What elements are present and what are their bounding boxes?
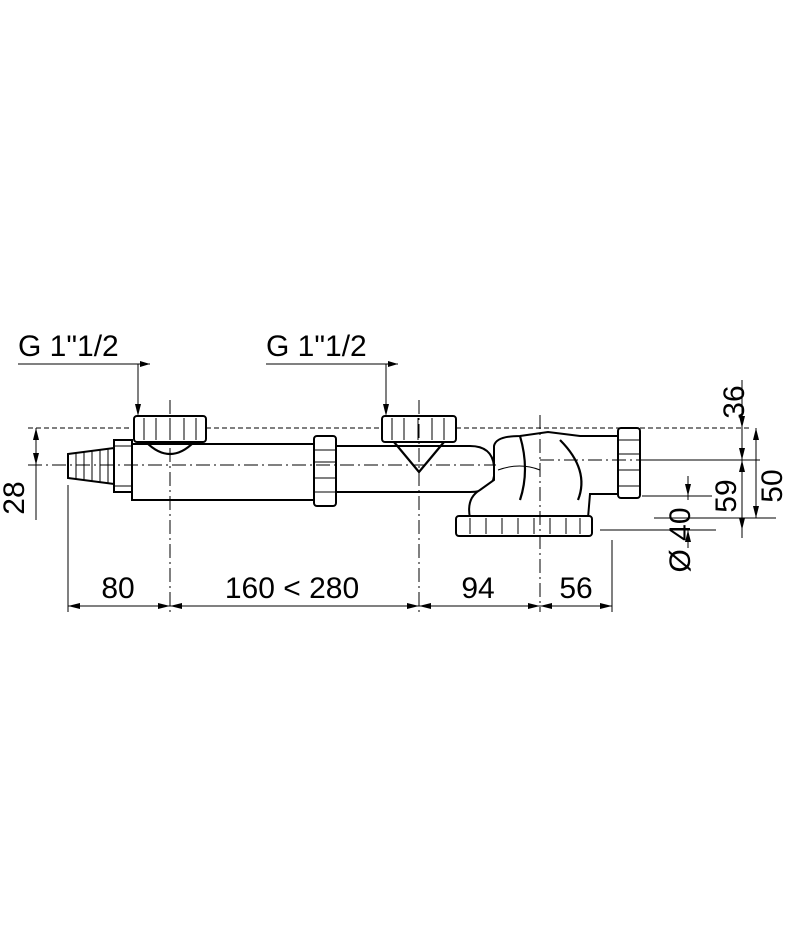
right-dimension-36 bbox=[739, 380, 745, 460]
dimension-80: 80 bbox=[101, 572, 134, 605]
right-dimension-50 bbox=[753, 428, 759, 518]
middle-thread-leader bbox=[266, 361, 398, 416]
diameter-dimension bbox=[685, 476, 691, 548]
extension-lines bbox=[28, 427, 776, 612]
trap-body bbox=[468, 430, 621, 519]
center-lines bbox=[28, 400, 740, 612]
dimension-94: 94 bbox=[461, 572, 494, 605]
right-dimension-59 bbox=[739, 460, 745, 538]
horizontal-dimension-line bbox=[68, 603, 612, 609]
dimension-36: 36 bbox=[718, 385, 751, 418]
pipe-coupling-nut bbox=[313, 435, 337, 507]
dimension-50: 50 bbox=[756, 469, 789, 502]
dimension-56: 56 bbox=[559, 572, 592, 605]
left-vertical-dimension bbox=[33, 428, 39, 520]
dimension-28: 28 bbox=[0, 481, 31, 514]
outlet-nut bbox=[617, 427, 641, 499]
hose-connector bbox=[67, 439, 133, 493]
middle-thread-label: G 1"1/2 bbox=[266, 330, 367, 363]
trap-bottom-nut bbox=[455, 515, 593, 537]
dimension-diameter-40: Ø 40 bbox=[664, 507, 697, 572]
dimension-59: 59 bbox=[710, 479, 743, 512]
dimension-160-280: 160 < 280 bbox=[225, 572, 359, 605]
left-thread-leader bbox=[18, 361, 150, 416]
main-pipe bbox=[131, 443, 495, 501]
left-thread-label: G 1"1/2 bbox=[18, 330, 119, 363]
